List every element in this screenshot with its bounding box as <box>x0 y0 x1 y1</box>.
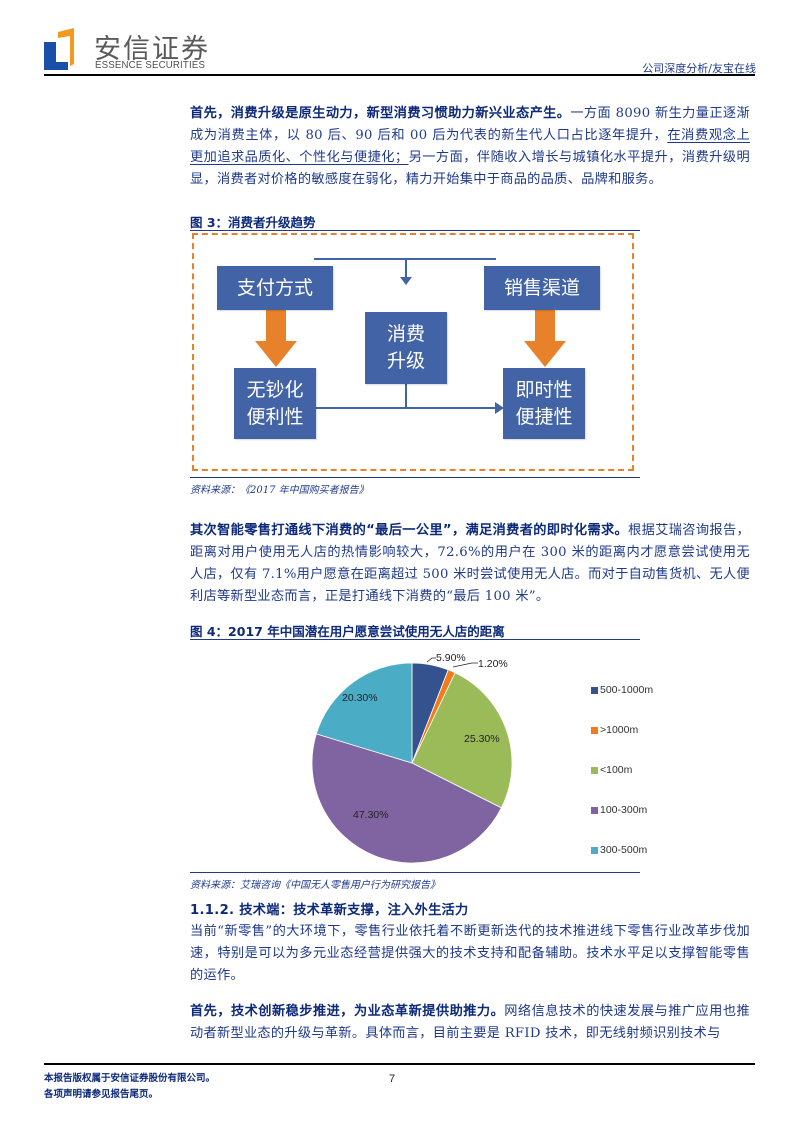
box-label: 即时性 <box>515 378 573 401</box>
pie-slice <box>315 662 413 764</box>
orange-arrow-down-icon <box>255 305 297 367</box>
logo-english-name: ESSENCE SECURITIES <box>95 59 206 71</box>
paragraph-text: 根据艾瑞咨询报告，距离对用户使用无人店的热情影响较大，72.6%的用户在 300… <box>190 523 750 604</box>
section-heading: 1.1.2. 技术端：技术革新支撑，注入外生活力 <box>190 903 469 918</box>
figure-4-title: 图 4：2017 年中国潜在用户愿意尝试使用无人店的距离 <box>190 624 505 639</box>
pie-chart: 5.90% 1.20% 25.30% 47.30% 20.30% <box>311 652 513 864</box>
paragraph-consumption-upgrade: 首先，消费升级是原生动力，新型消费习惯助力新兴业态产生。一方面 8090 新生力… <box>190 103 750 191</box>
legend-item: 100-300m <box>591 790 653 830</box>
page-number: 7 <box>389 1073 396 1085</box>
figure-4-source: 资料来源：艾瑞咨询《中国无人零售用户行为研究报告》 <box>190 880 440 891</box>
box-label: 升级 <box>386 350 425 372</box>
paragraph-text: 一方面 8090 新生力量正逐渐成为消费主体，以 80 后、90 后和 00 后… <box>190 106 750 143</box>
figure-3-source: 资料来源：《2017 年中国购买者报告》 <box>190 485 369 496</box>
pie-slice <box>311 733 502 864</box>
legend-swatch <box>591 726 598 734</box>
legend-label: <100m <box>600 764 633 776</box>
slice-label: 20.30% <box>342 692 378 704</box>
legend-swatch <box>591 846 598 854</box>
box-instant-convenience: 即时性 便捷性 <box>503 368 585 439</box>
box-consumption-upgrade: 消费 升级 <box>365 312 447 384</box>
footer-copyright: 本报告版权属于安信证券股份有限公司。 <box>44 1073 216 1084</box>
leader-line <box>426 657 436 663</box>
legend-label: >1000m <box>600 724 639 736</box>
figure-source-rule <box>190 872 640 873</box>
box-label: 消费 <box>386 323 425 345</box>
logo-chinese-name: 安信证券 <box>94 34 210 65</box>
legend-item: 300-500m <box>591 830 653 870</box>
paragraph-lead: 首先，技术创新稳步推进，为业态革新提供助推力。 <box>190 1004 505 1019</box>
paragraph-text: 网络信息技术的快速发展与推广应用也推动者新型业态的升级与革新。具体而言，目前主要… <box>190 1004 750 1041</box>
arrow-right-icon <box>495 402 504 414</box>
legend-label: 500-1000m <box>600 684 654 696</box>
legend-label: 100-300m <box>600 804 648 816</box>
orange-arrow-down-icon <box>524 305 566 367</box>
box-label: 便捷性 <box>515 405 573 428</box>
legend-swatch <box>591 806 598 814</box>
paragraph-tech-innovation: 首先，技术创新稳步推进，为业态革新提供助推力。网络信息技术的快速发展与推广应用也… <box>190 1001 750 1045</box>
slice-label: 5.90% <box>436 652 466 664</box>
box-cashless-convenience: 无钞化 便利性 <box>234 368 316 439</box>
arrow-down-icon <box>400 277 412 285</box>
page-header: 安信证券 ESSENCE SECURITIES 公司深度分析/友宝在线 <box>0 0 793 80</box>
paragraph-text: 另一方面，伴随收入增长与城镇化水平提升，消费升级明显，消费者对价格的敏感度在弱化… <box>190 150 750 187</box>
slice-label: 47.30% <box>353 809 389 821</box>
pie-slice <box>411 672 513 809</box>
legend-item: >1000m <box>591 710 653 750</box>
footer-statement: 各项声明请参见报告尾页。 <box>44 1089 159 1100</box>
paragraph-tech-environment: 当前“新零售”的大环境下，零售行业依托着不断更新迭代的技术推进线下零售行业改革步… <box>190 924 750 983</box>
legend-label: 300-500m <box>600 844 648 856</box>
box-label: 便利性 <box>246 405 304 428</box>
paragraph-lead: 其次智能零售打通线下消费的“最后一公里”，满足消费者的即时化需求。 <box>190 523 629 538</box>
legend-item: 500-1000m <box>591 670 653 710</box>
footer-divider <box>44 1063 755 1065</box>
chart-legend: 500-1000m >1000m <100m 100-300m 300-500m <box>591 670 653 870</box>
figure-title-rule <box>190 639 640 640</box>
paragraph-last-mile: 其次智能零售打通线下消费的“最后一公里”，满足消费者的即时化需求。根据艾瑞咨询报… <box>190 520 750 608</box>
legend-swatch <box>591 686 598 694</box>
figure-source-rule <box>190 477 640 478</box>
box-label: 无钞化 <box>246 378 304 401</box>
footer-disclaimer: 本报告版权属于安信证券股份有限公司。 各项声明请参见报告尾页。 <box>44 1071 215 1103</box>
box-payment-method: 支付方式 <box>217 266 333 310</box>
leader-line <box>452 662 478 668</box>
connector-line <box>405 258 407 280</box>
underlined-text: 在消费观念上更加追求品质化、个性化与便捷化； <box>190 128 750 165</box>
paragraph-lead: 首先，消费升级是原生动力，新型消费习惯助力新兴业态产生。 <box>190 106 571 121</box>
box-sales-channel: 销售渠道 <box>484 266 600 310</box>
logo-icon <box>44 28 74 70</box>
pie-slices <box>311 662 513 864</box>
report-type-label: 公司深度分析/友宝在线 <box>642 62 756 75</box>
legend-item: <100m <box>591 750 653 790</box>
slice-label: 25.30% <box>464 733 500 745</box>
consumer-upgrade-diagram: 支付方式 销售渠道 消费 升级 无钞化 便利性 即时性 便捷性 <box>192 233 634 471</box>
slice-label: 1.20% <box>478 658 508 670</box>
figure-title-rule <box>190 230 640 231</box>
connector-line <box>277 407 497 409</box>
figure-3-title: 图 3：消费者升级趋势 <box>190 215 316 230</box>
header-divider <box>44 74 755 76</box>
legend-swatch <box>591 766 598 774</box>
